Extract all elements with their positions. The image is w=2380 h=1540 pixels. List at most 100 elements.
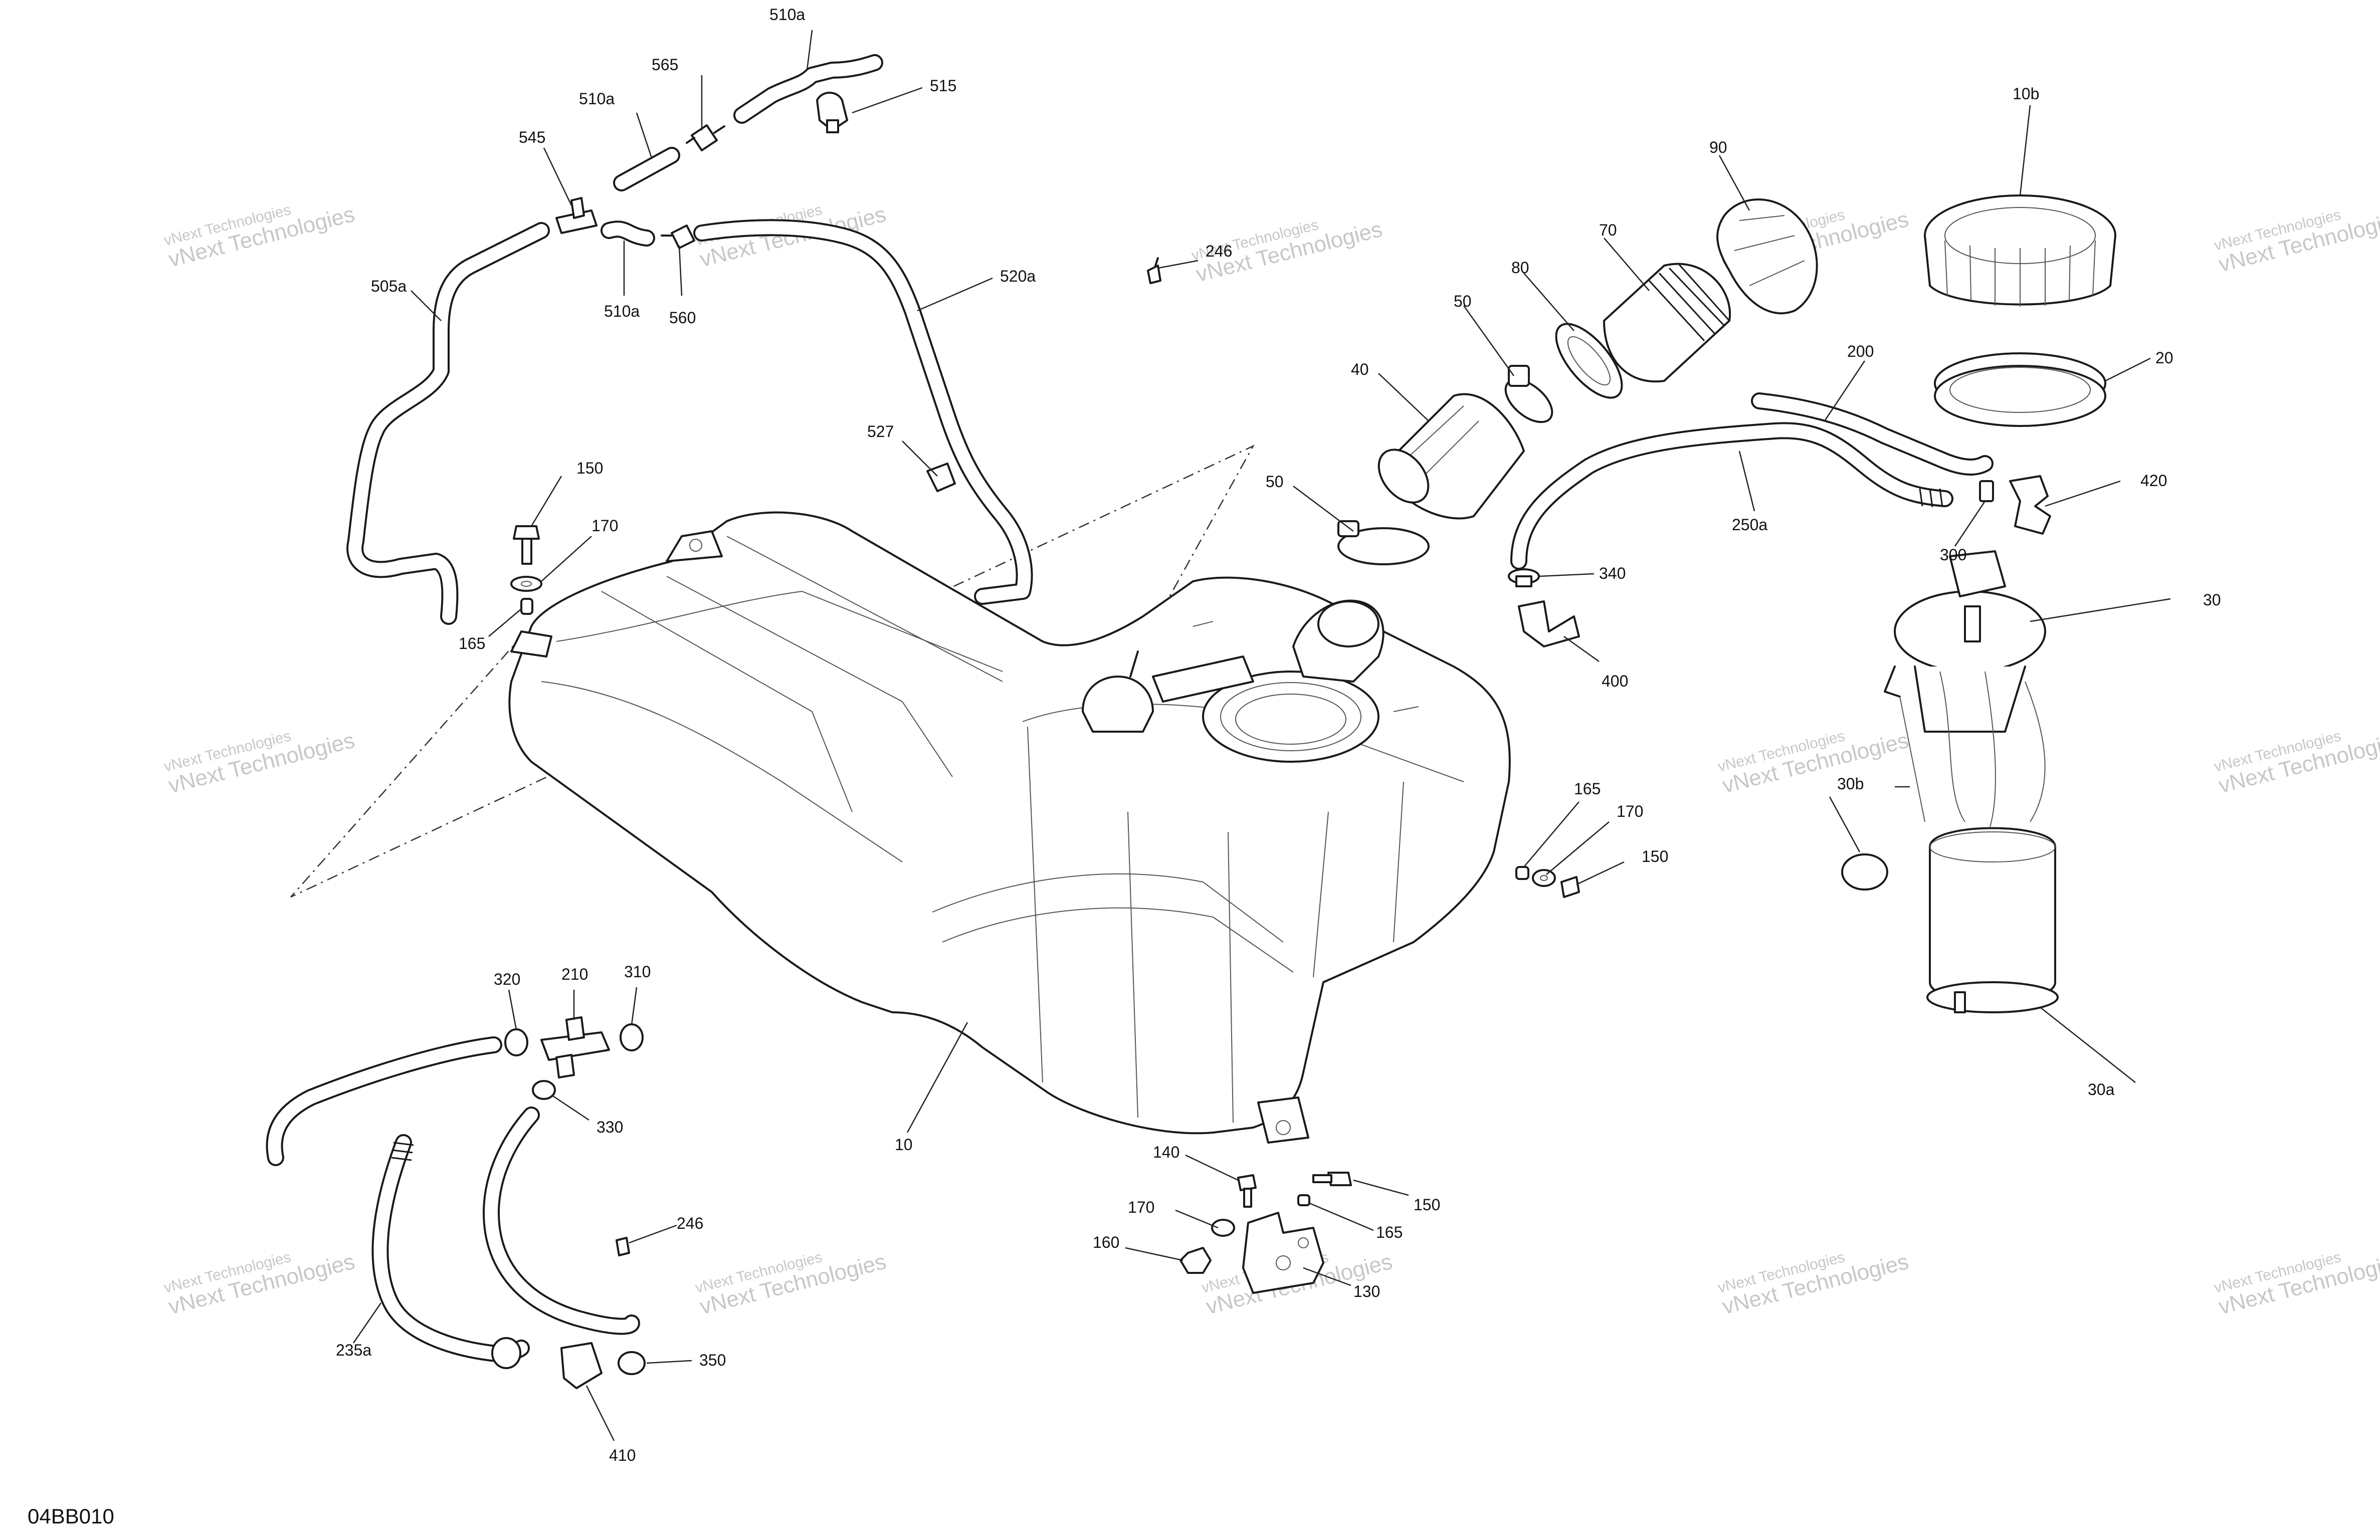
hose-clamp-330[interactable] [532,1080,556,1100]
rollover-valve-515[interactable] [816,92,848,133]
hose-clamp-50-top[interactable] [1498,365,1560,430]
vent-hose-505a[interactable] [346,222,550,625]
part-label[interactable]: 150 [576,459,603,477]
fuel-hose-250a[interactable] [1510,422,1953,570]
part-label[interactable]: 90 [1709,138,1727,156]
part-label[interactable]: 505a [371,277,407,295]
quick-connect-420[interactable] [2009,475,2051,535]
part-label[interactable]: 40 [1351,360,1369,378]
float-arm-30b[interactable] [1841,696,1925,891]
vent-hose-510a-mid[interactable] [613,147,680,191]
part-label[interactable]: 170 [1128,1198,1154,1216]
part-label[interactable]: 510a [579,90,615,108]
grommet-165-low[interactable] [1297,1194,1310,1206]
part-label[interactable]: 30 [2203,591,2221,609]
part-label[interactable]: 80 [1511,259,1529,277]
vent-hose-510a-low[interactable] [601,221,655,247]
hose-clamp-50-low[interactable] [1337,520,1430,565]
filler-neck-70[interactable] [1603,263,1731,383]
grommet-165-right[interactable] [1515,866,1529,880]
grommet-165-top[interactable] [520,598,533,615]
check-valve-560[interactable] [661,225,695,249]
fuel-hose-235a[interactable] [371,1134,530,1369]
part-label[interactable]: 50 [1266,473,1284,491]
fuel-hose-lower-1[interactable] [266,1036,502,1166]
part-label[interactable]: 350 [699,1351,726,1369]
fuel-pump-module-30[interactable] [1884,550,2046,827]
bolt-150-low[interactable] [1312,1172,1352,1186]
part-label[interactable]: 20 [2155,349,2173,367]
part-label[interactable]: 70 [1599,221,1617,239]
part-label[interactable]: 527 [867,422,894,441]
part-label[interactable]: 150 [1414,1196,1440,1214]
nut-160[interactable] [1179,1247,1212,1274]
part-label[interactable]: 160 [1093,1233,1119,1251]
vent-hose-510a-top[interactable] [733,54,883,124]
pressure-regulator-300[interactable] [1979,480,1994,502]
tee-fitting-210[interactable] [540,1016,610,1078]
part-label[interactable]: 140 [1153,1143,1179,1161]
part-label[interactable]: 200 [1847,342,1874,360]
fuel-cap-90[interactable] [1716,198,1818,315]
part-label[interactable]: 50 [1454,292,1472,310]
part-label[interactable]: 235a [336,1341,371,1359]
part-label[interactable]: 170 [591,517,618,535]
part-label[interactable]: 246 [677,1214,703,1232]
part-label[interactable]: 420 [2140,472,2167,490]
bolt-150-right[interactable] [1560,876,1580,898]
vent-hose-520a[interactable] [693,219,1033,605]
hose-clamp-320[interactable] [504,1028,528,1056]
part-label[interactable]: 400 [1602,672,1628,690]
part-label[interactable]: 520a [1000,267,1036,285]
washer-170-top[interactable] [510,576,542,592]
tee-fitting-545[interactable] [555,197,598,234]
part-label[interactable]: 510a [769,6,805,24]
washer-170-low[interactable] [1211,1219,1235,1237]
lock-ring-10b[interactable] [1924,194,2116,307]
part-label[interactable]: 170 [1617,802,1643,820]
fuel-tank[interactable] [290,445,1511,1144]
part-label[interactable]: 565 [652,56,678,74]
hose-clamp-340[interactable] [1508,568,1540,587]
bolt-140[interactable] [1237,1174,1257,1208]
hose-clamp-350[interactable] [618,1351,646,1375]
part-label[interactable]: 340 [1599,564,1626,582]
check-valve-565[interactable] [686,124,725,151]
part-label[interactable]: 545 [519,128,545,146]
part-label[interactable]: 330 [597,1118,623,1136]
hose-clip-527[interactable] [926,463,956,492]
pump-gasket-20[interactable] [1934,352,2106,427]
part-label[interactable]: 246 [1206,242,1232,260]
wire-tie-246-top[interactable] [1147,257,1161,284]
part-label[interactable]: 150 [1642,847,1668,865]
part-label[interactable]: 560 [669,309,696,327]
part-label[interactable]: 515 [930,77,956,95]
filler-neck-gasket-80[interactable] [1545,313,1634,408]
part-label[interactable]: 210 [561,965,588,983]
mounting-bracket-130[interactable] [1242,1212,1324,1294]
wire-tie-246-low[interactable] [616,1237,630,1256]
hose-clamp-310[interactable] [620,1023,644,1051]
fuel-hose-lower-2[interactable] [483,1107,640,1335]
part-label[interactable]: 300 [1940,546,1966,564]
part-label[interactable]: 320 [494,970,520,988]
part-label[interactable]: 130 [1353,1282,1380,1300]
part-label[interactable]: 250a [1732,516,1767,534]
part-label[interactable]: 165 [1574,780,1601,798]
elbow-connector-410[interactable] [560,1342,603,1389]
part-label[interactable]: 30a [2088,1080,2115,1098]
part-label[interactable]: 10b [2013,85,2039,103]
part-label[interactable]: 30b [1837,775,1864,793]
bolt-150-top[interactable] [513,525,540,565]
filler-elbow-40[interactable] [1369,393,1525,520]
part-label[interactable]: 410 [609,1446,636,1464]
part-label[interactable]: 10 [895,1136,913,1154]
pump-canister-30a[interactable] [1926,827,2059,1013]
part-label[interactable]: 165 [459,634,485,652]
fuel-hose-200[interactable] [1751,392,1994,476]
part-label[interactable]: 310 [624,963,651,981]
elbow-connector-400[interactable] [1518,600,1580,647]
part-label[interactable]: 165 [1376,1223,1403,1241]
part-label[interactable]: 510a [604,302,640,320]
washer-170-right[interactable] [1532,869,1556,887]
